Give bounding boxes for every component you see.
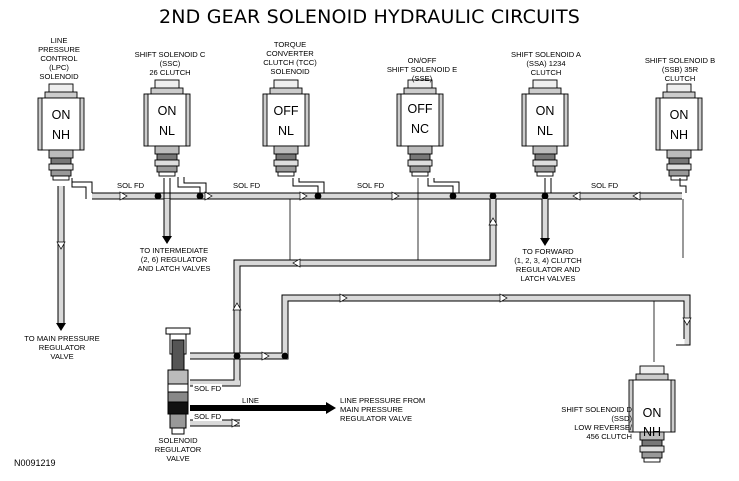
state-ssd-top: ON bbox=[642, 406, 662, 420]
state-ssc-top: ON bbox=[157, 104, 177, 118]
label-ssd: SHIFT SOLENOID D(SSD)LOW REVERSE/456 CLU… bbox=[561, 405, 632, 441]
state-tcc-bottom: NL bbox=[278, 124, 294, 138]
solenoid-body-ssc bbox=[143, 79, 191, 177]
solenoid-regulator-valve bbox=[165, 327, 191, 435]
pipe-label-sol-fd-6: SOL FD bbox=[193, 412, 223, 421]
pipe-label-sol-fd-2: SOL FD bbox=[232, 181, 262, 190]
state-sse-top: OFF bbox=[407, 102, 433, 116]
solenoid-bodies bbox=[37, 79, 703, 463]
ssa-output-pipe bbox=[541, 199, 549, 240]
state-ssb-bottom: NH bbox=[669, 128, 689, 142]
line-pipe-to-ssd bbox=[190, 294, 691, 360]
pipe-label-sol-fd-1: SOL FD bbox=[116, 181, 146, 190]
solenoid-body-sse bbox=[396, 79, 444, 177]
exhaust-lines bbox=[289, 178, 684, 362]
label-ssc: SHIFT SOLENOID C(SSC)26 CLUTCH bbox=[134, 50, 206, 77]
state-sse-bottom: NC bbox=[410, 122, 430, 136]
junction-dots bbox=[154, 192, 549, 200]
pipe-label-line: LINE bbox=[241, 396, 260, 405]
ssc-output-pipe bbox=[163, 178, 171, 238]
lpc-output-pipe bbox=[57, 186, 65, 323]
diagram-title: 2ND GEAR SOLENOID HYDRAULIC CIRCUITS bbox=[158, 6, 581, 28]
solenoid-body-ssa bbox=[521, 79, 569, 177]
pipe-label-sol-fd-4: SOL FD bbox=[590, 181, 620, 190]
state-ssa-top: ON bbox=[535, 104, 555, 118]
sol-fd-return-pipe bbox=[190, 199, 497, 387]
solenoid-body-ssd bbox=[628, 365, 676, 463]
state-ssb-top: ON bbox=[669, 108, 689, 122]
solenoid-body-tcc bbox=[262, 79, 310, 177]
line-pressure-input bbox=[190, 402, 336, 414]
solenoid-body-lpc bbox=[37, 83, 85, 181]
state-lpc-top: ON bbox=[51, 108, 71, 122]
state-lpc-bottom: NH bbox=[51, 128, 71, 142]
document-id: N0091219 bbox=[14, 458, 56, 468]
state-ssd-bottom: NH bbox=[642, 425, 662, 439]
pipe-label-sol-fd-3: SOL FD bbox=[356, 181, 386, 190]
state-ssa-bottom: NL bbox=[537, 124, 553, 138]
flow-arrows-main bbox=[119, 191, 641, 201]
solenoid-body-ssb bbox=[655, 83, 703, 181]
state-ssc-bottom: NL bbox=[159, 124, 175, 138]
pipe-label-sol-fd-5: SOL FD bbox=[193, 384, 223, 393]
state-tcc-top: OFF bbox=[273, 104, 299, 118]
solenoid-feed-pipes bbox=[71, 177, 687, 199]
sol-fd-main-pipe bbox=[92, 192, 682, 200]
